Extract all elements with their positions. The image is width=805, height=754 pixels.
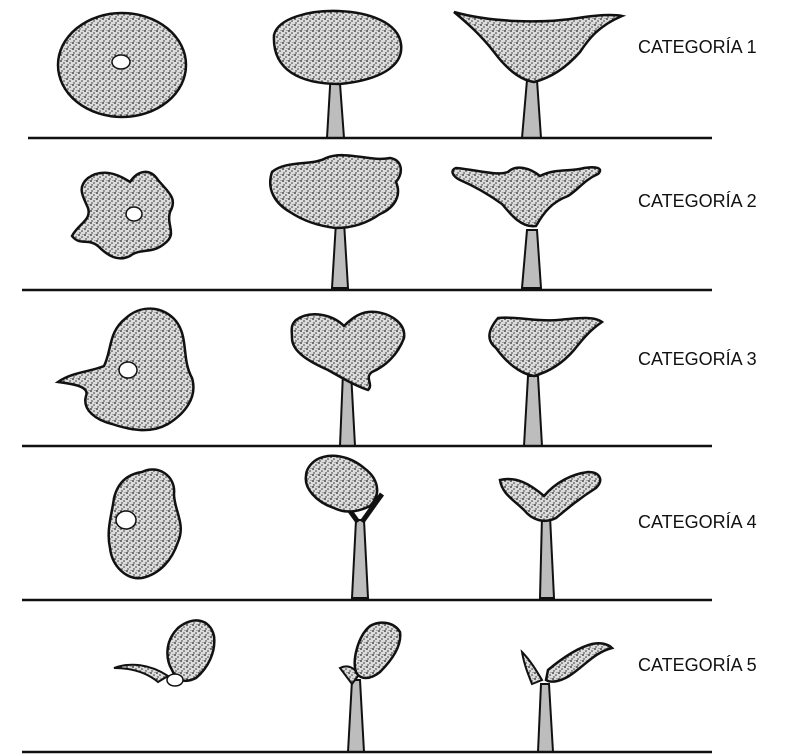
category-4-label: CATEGORÍA 4 [638, 512, 757, 533]
tree-side-view-3 [489, 318, 602, 446]
category-1-row [28, 11, 712, 138]
tree-front-view-5 [340, 623, 400, 752]
category-5-label: CATEGORÍA 5 [638, 655, 757, 676]
crown-top-view-2 [72, 172, 173, 258]
category-5-row [22, 620, 712, 752]
crown-top-view-1 [58, 13, 186, 117]
crown-top-view-3 [58, 309, 193, 431]
crown-top-view-5 [114, 620, 214, 686]
tree-front-view-3 [292, 312, 405, 446]
category-2-label: CATEGORÍA 2 [638, 191, 757, 212]
category-3-label: CATEGORÍA 3 [638, 349, 757, 370]
category-3-row [22, 309, 712, 446]
category-1-label: CATEGORÍA 1 [638, 37, 757, 58]
tree-side-view-4 [500, 472, 600, 598]
tree-front-view-2 [270, 155, 401, 288]
tree-side-view-2 [453, 167, 601, 288]
tree-front-view-4 [306, 456, 382, 598]
tree-side-view-1 [454, 12, 622, 138]
tree-side-view-5 [522, 643, 612, 752]
tree-front-view-1 [274, 11, 401, 138]
crown-top-view-4 [109, 469, 181, 578]
category-4-row [22, 456, 712, 600]
category-2-row [22, 155, 712, 290]
